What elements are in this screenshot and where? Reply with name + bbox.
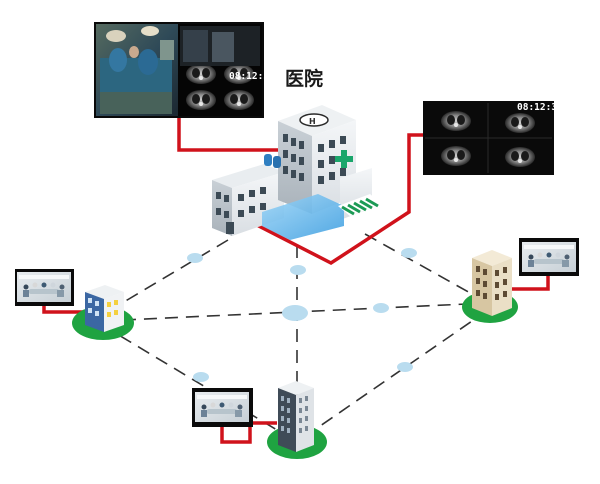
link-hospital-left: [101, 239, 229, 316]
scan-monitor-clock: 08:12:30: [517, 102, 563, 113]
svg-text:H: H: [309, 117, 316, 126]
network-node: [187, 253, 203, 263]
network-node: [373, 303, 389, 313]
helipad-icon: [299, 113, 329, 127]
surgery-feed-clock: 08:12:30: [229, 71, 275, 82]
left-clinic-cable: [42, 306, 90, 314]
surgery-feed-cable: [177, 117, 283, 152]
hospital-building: H: [212, 105, 382, 240]
network-node: [401, 248, 417, 258]
surgery-feed-monitor: 08:12:30: [94, 22, 275, 118]
glass-entrance: [262, 194, 344, 240]
left-clinic-site: [15, 269, 134, 340]
link-hospital-right: [364, 233, 489, 304]
medical-cross-icon: [335, 150, 353, 168]
link-right-bottom: [296, 309, 489, 443]
network-node: [282, 305, 308, 321]
water-tanks: [264, 154, 281, 168]
network-node: [193, 372, 209, 382]
network-nodes: [187, 248, 417, 382]
bottom-clinic-cable: [220, 421, 277, 444]
hospital-label: 医院: [285, 67, 323, 90]
bottom-clinic-site: [192, 381, 327, 459]
network-node: [397, 362, 413, 372]
scan-monitor-cable: [250, 133, 425, 266]
network-node: [290, 265, 306, 275]
ct-scan-monitor: 08:12:30: [423, 101, 563, 175]
right-clinic-cable: [510, 276, 550, 291]
right-clinic-site: [462, 238, 579, 323]
video-links: [42, 117, 550, 444]
